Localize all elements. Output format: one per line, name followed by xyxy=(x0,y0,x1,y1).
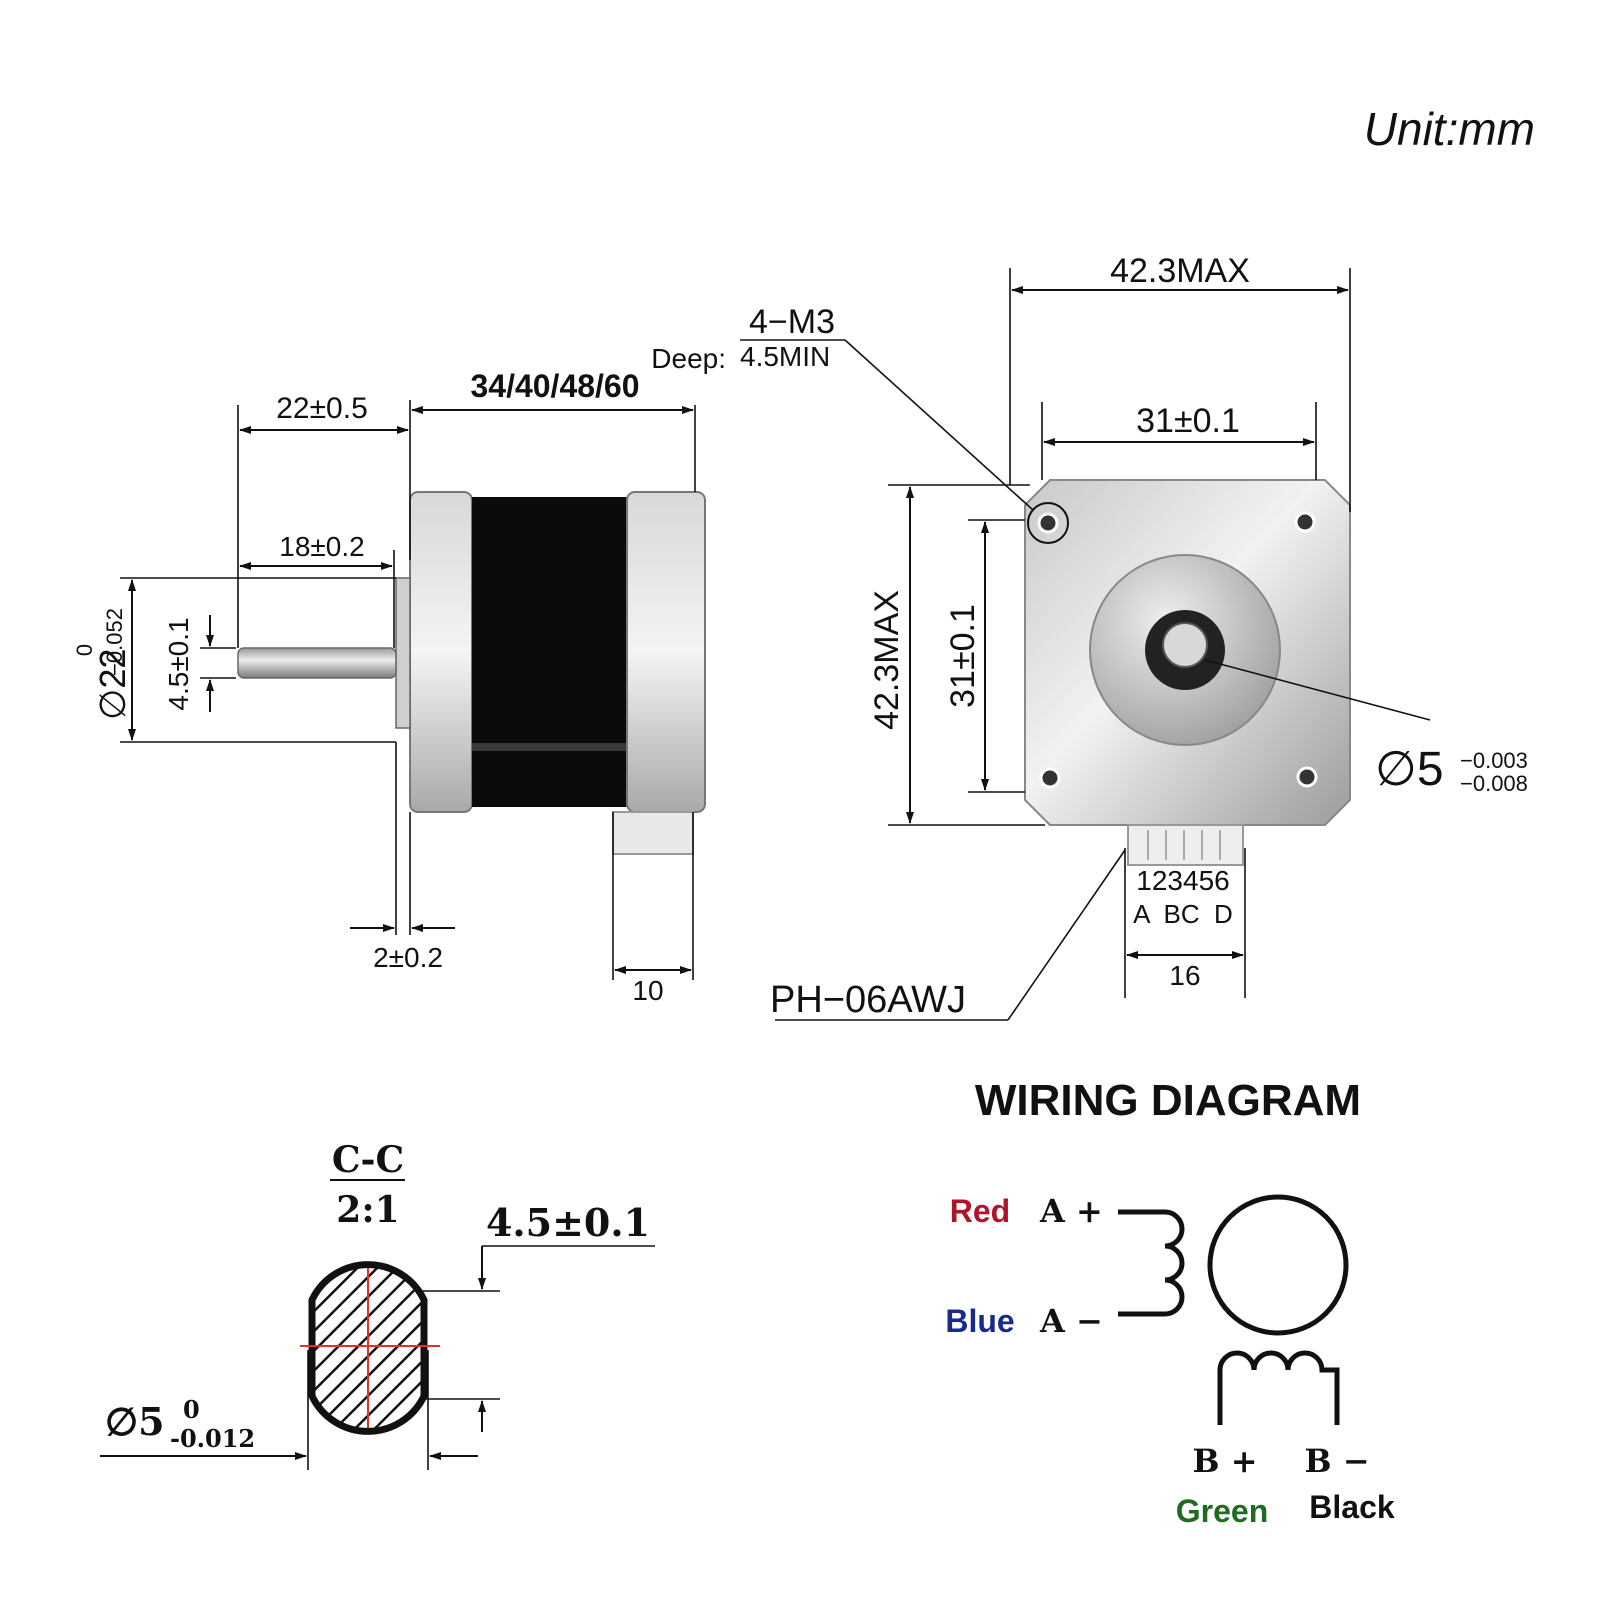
section-dia-tol-up: 0 xyxy=(183,1395,200,1424)
section-scale: 2:1 xyxy=(336,1189,399,1231)
wire-blue: Blue xyxy=(945,1303,1014,1339)
motor-shaft xyxy=(237,647,397,679)
dim-connector-16: 16 xyxy=(1169,960,1200,991)
terminal-b-minus: B − xyxy=(1305,1442,1370,1480)
wire-black: Black xyxy=(1309,1489,1395,1525)
mount-hole-bl xyxy=(1039,767,1061,789)
rotor-circle xyxy=(1207,1194,1349,1336)
hole-label: 4−M3 xyxy=(749,303,835,341)
deep-value: 4.5MIN xyxy=(740,341,830,372)
section-view: C-C 2:1 4.5±0.1 ∅5 0 -0.012 xyxy=(100,1139,655,1470)
dim-body-length: 34/40/48/60 xyxy=(470,368,639,404)
dim-shaft-diameter: ∅5 xyxy=(1375,743,1444,796)
dim-flat-45: 4.5±0.1 xyxy=(163,617,194,710)
pin-numbers: 123456 xyxy=(1136,865,1229,896)
mount-hole-tl xyxy=(1037,512,1059,534)
side-connector xyxy=(612,811,694,855)
dim-22: 22±0.5 xyxy=(276,392,368,425)
wiring-title: WIRING DIAGRAM xyxy=(975,1076,1361,1125)
dim-connector-10: 10 xyxy=(632,975,663,1006)
mount-hole-br xyxy=(1296,766,1318,788)
mount-hole-tl-callout xyxy=(1027,502,1069,544)
section-dia-tol-low: -0.012 xyxy=(170,1424,255,1453)
dim-boss-tol-low: −0.052 xyxy=(102,608,127,676)
dim-height-31: 31±0.1 xyxy=(944,604,982,708)
mount-hole-tr xyxy=(1294,511,1316,533)
dim-shaft-tol-up: −0.003 xyxy=(1460,748,1528,773)
dim-18: 18±0.2 xyxy=(279,531,364,562)
connector-model: PH−06AWJ xyxy=(770,979,966,1021)
side-view: 22±0.5 34/40/48/60 18±0.2 4.5±0.1 ∅22 0 … xyxy=(72,368,706,1006)
front-view: 42.3MAX 31±0.1 42.3MAX 31±0.1 4−M3 Deep:… xyxy=(651,252,1528,1021)
end-cap-rear xyxy=(626,491,706,813)
terminal-a-plus: A + xyxy=(1039,1192,1103,1230)
dim-boss-diameter: ∅22 xyxy=(92,649,133,720)
pin-letters: A BC D xyxy=(1133,899,1233,929)
stator-band xyxy=(472,743,627,751)
terminal-b-plus: B + xyxy=(1193,1442,1258,1480)
terminal-a-minus: A − xyxy=(1039,1302,1103,1340)
dim-width-max: 42.3MAX xyxy=(1110,252,1250,290)
dim-boss-tol-up: 0 xyxy=(72,644,97,656)
deep-label: Deep: xyxy=(651,343,726,374)
dim-boss-thickness: 2±0.2 xyxy=(373,942,443,973)
wire-red: Red xyxy=(950,1193,1010,1229)
unit-label: Unit:mm xyxy=(1364,103,1535,155)
wire-green: Green xyxy=(1176,1493,1268,1529)
shaft-end xyxy=(1162,622,1208,668)
front-connector xyxy=(1127,824,1244,866)
coil-b xyxy=(1217,1350,1340,1425)
section-diameter: ∅5 xyxy=(105,1399,165,1444)
section-title: C-C xyxy=(332,1139,404,1181)
coil-a xyxy=(1118,1209,1185,1317)
section-flat: 4.5±0.1 xyxy=(486,1200,650,1245)
dim-shaft-tol-low: −0.008 xyxy=(1460,771,1528,796)
boss-ring xyxy=(395,577,411,729)
dim-height-max: 42.3MAX xyxy=(868,590,906,730)
end-cap-front xyxy=(409,491,473,813)
dim-width-31: 31±0.1 xyxy=(1136,402,1240,440)
stator-body xyxy=(472,497,627,807)
wiring-diagram: WIRING DIAGRAM Red A + Blue A − B + B − … xyxy=(945,1076,1395,1529)
